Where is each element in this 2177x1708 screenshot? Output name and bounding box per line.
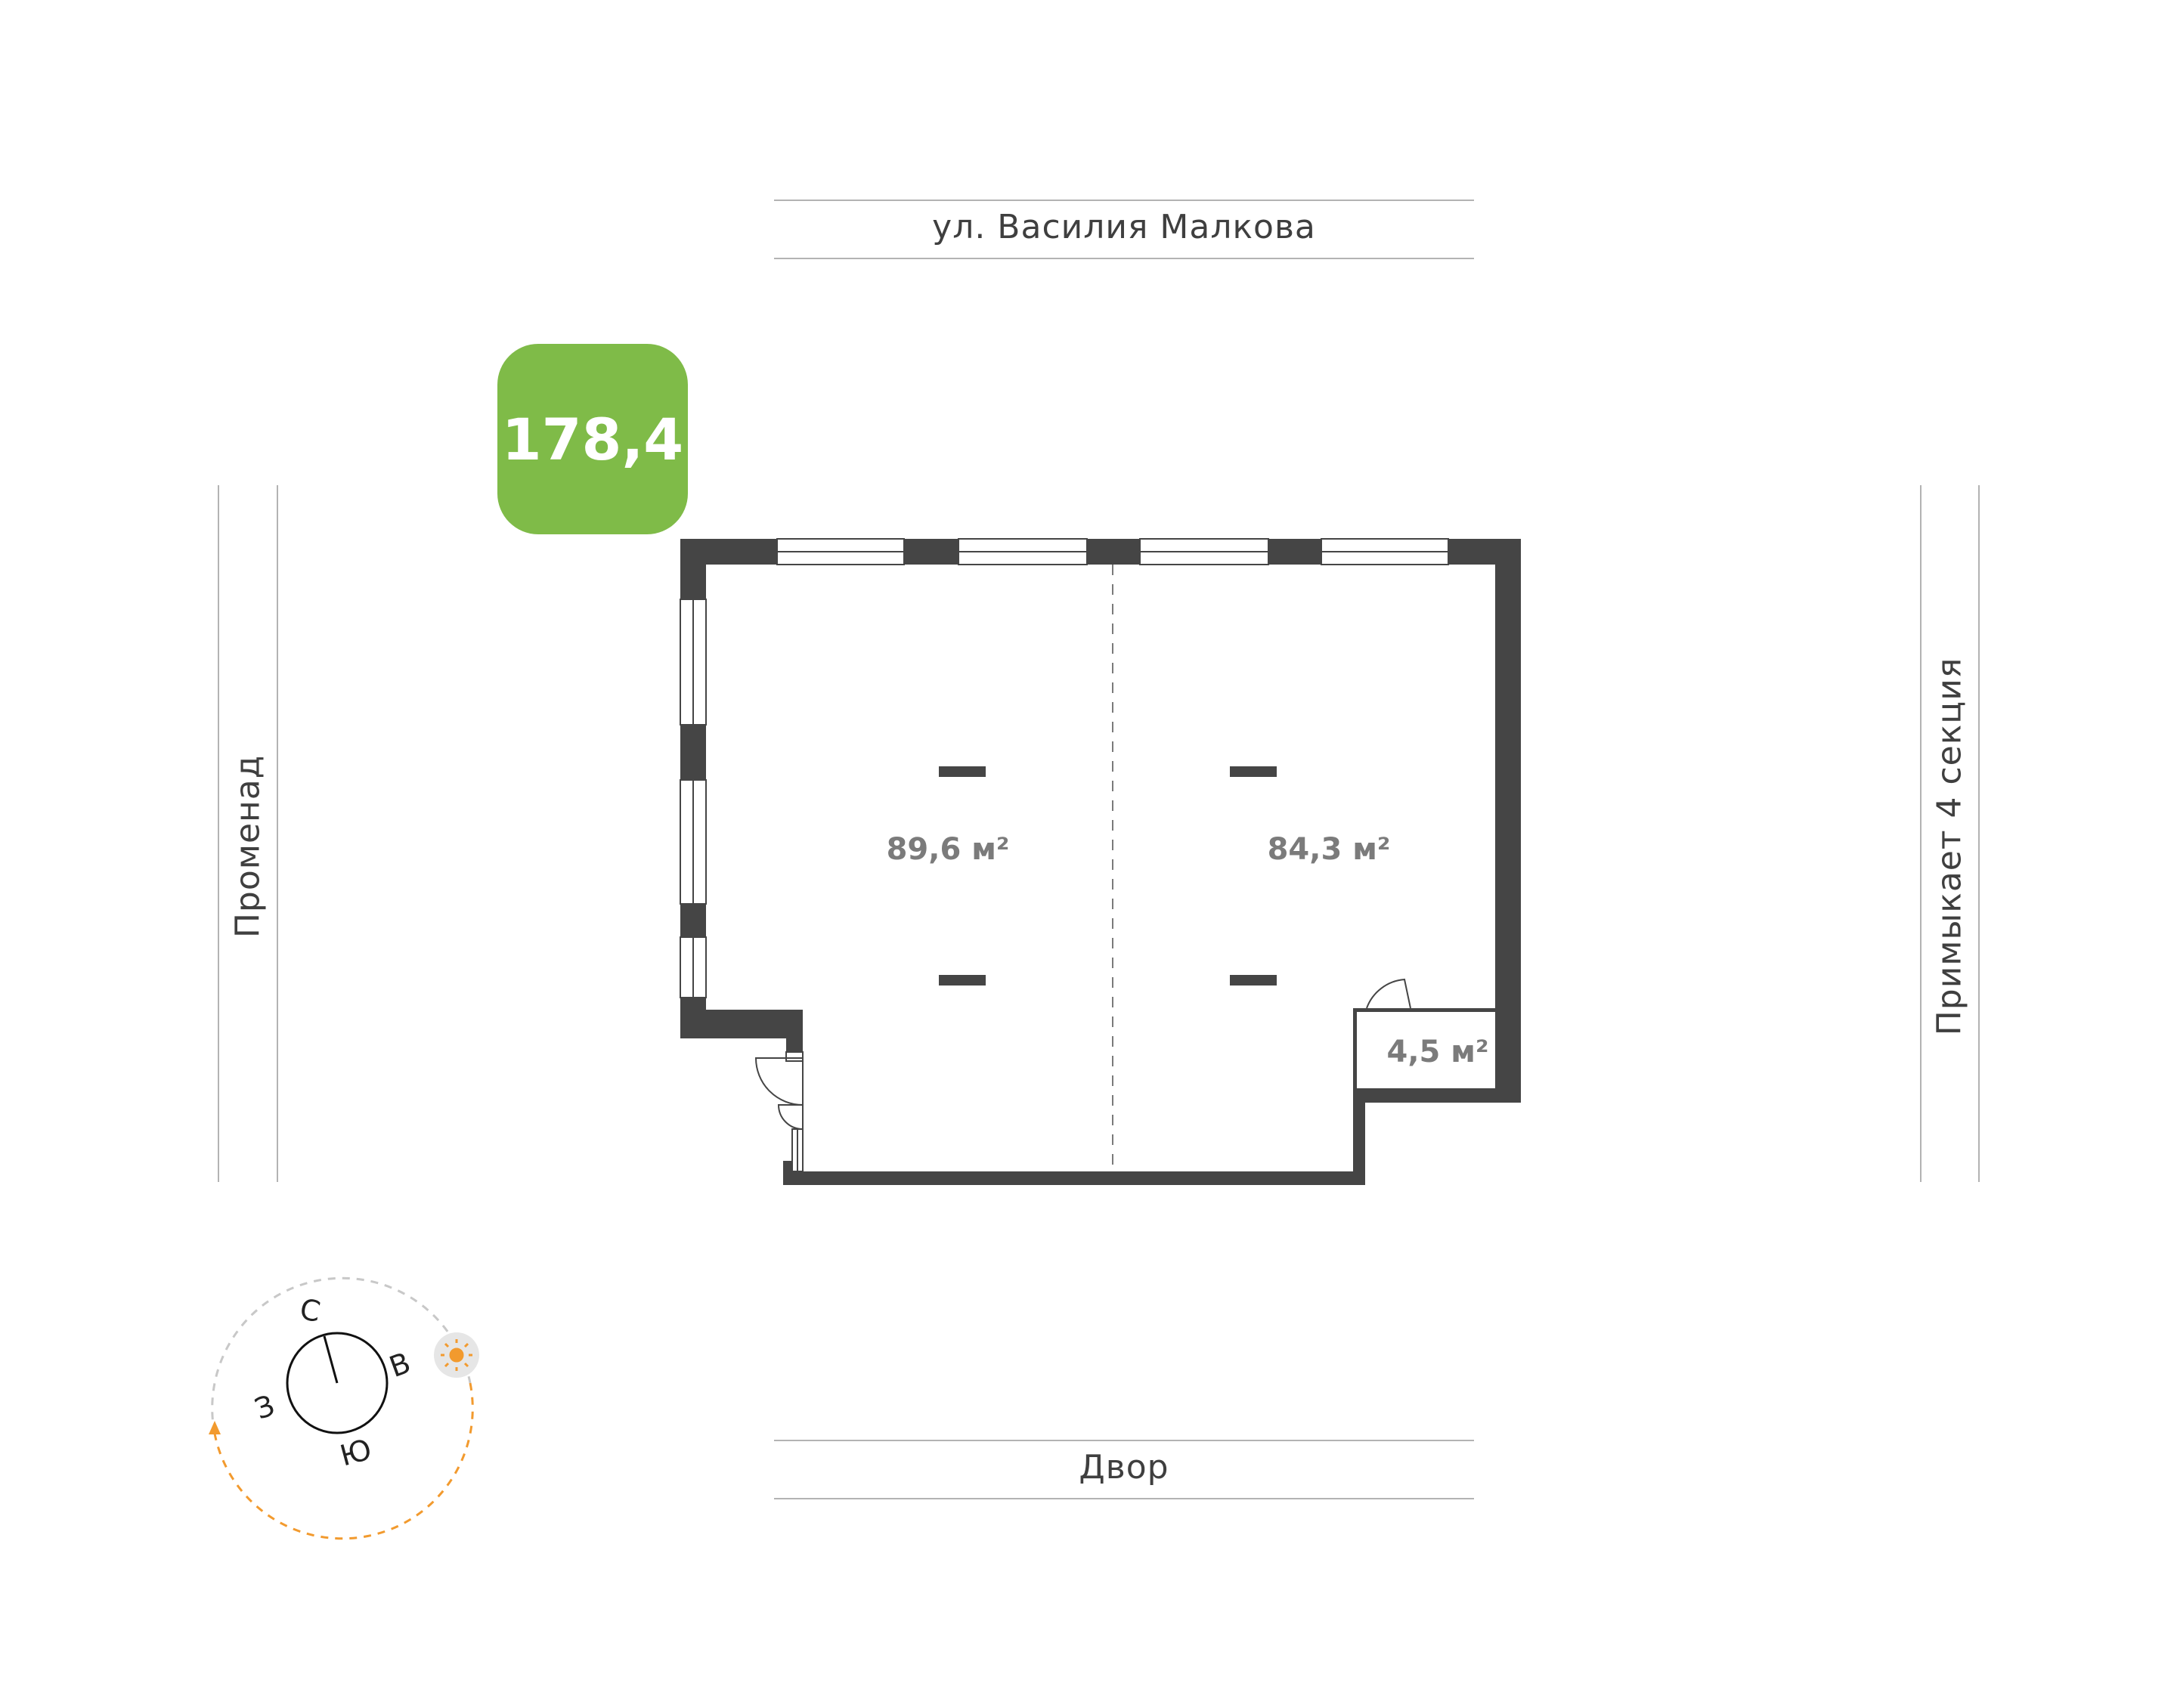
street-right-line-outer <box>1978 485 1980 1182</box>
compass-needle <box>323 1335 339 1384</box>
street-left-line-inner <box>277 485 278 1182</box>
wall-storage-bottom <box>1353 1088 1521 1103</box>
wall-bottom-left-stub <box>783 1161 792 1185</box>
total-area-badge: 178,4 <box>497 344 688 534</box>
windows-left <box>680 599 707 998</box>
wall-right <box>1495 539 1521 1103</box>
sun-path-orange <box>213 1382 474 1540</box>
street-right-line-inner <box>1920 485 1922 1182</box>
wall-ledge-down <box>786 1010 803 1052</box>
light-fixture <box>939 766 986 777</box>
entrance-door <box>754 1051 804 1172</box>
light-fixture <box>1230 975 1277 986</box>
walls <box>680 539 1521 1185</box>
compass-dial <box>286 1332 389 1434</box>
street-label-top: ул. Василия Малкова <box>932 208 1316 246</box>
room-area-storage: 4,5 м² <box>1386 1035 1489 1069</box>
street-label-bottom: Двор <box>1079 1448 1169 1487</box>
light-fixture <box>939 975 986 986</box>
street-bottom-line-upper <box>774 1440 1474 1441</box>
storage-door <box>1366 978 1411 1009</box>
sun-icon <box>441 1339 472 1371</box>
windows-top <box>776 538 1449 565</box>
ceiling-lights <box>939 766 1277 986</box>
wall-bottom <box>783 1171 1365 1185</box>
street-top-line-lower <box>774 258 1474 259</box>
room-area-right: 84,3 м² <box>1267 832 1391 867</box>
compass <box>209 1276 479 1540</box>
wall-left-ledge <box>680 1010 803 1038</box>
street-bottom-line-lower <box>774 1498 1474 1499</box>
sun-path-arrow <box>209 1421 221 1434</box>
total-area-value: 178,4 <box>501 405 684 473</box>
wall-right-step <box>1353 1088 1365 1185</box>
room-area-left: 89,6 м² <box>886 832 1010 867</box>
street-left-line-outer <box>218 485 219 1182</box>
street-top-line-upper <box>774 200 1474 201</box>
storage-room-walls <box>1353 1008 1495 1091</box>
sun-path-grey <box>211 1276 472 1434</box>
light-fixture <box>1230 766 1277 777</box>
